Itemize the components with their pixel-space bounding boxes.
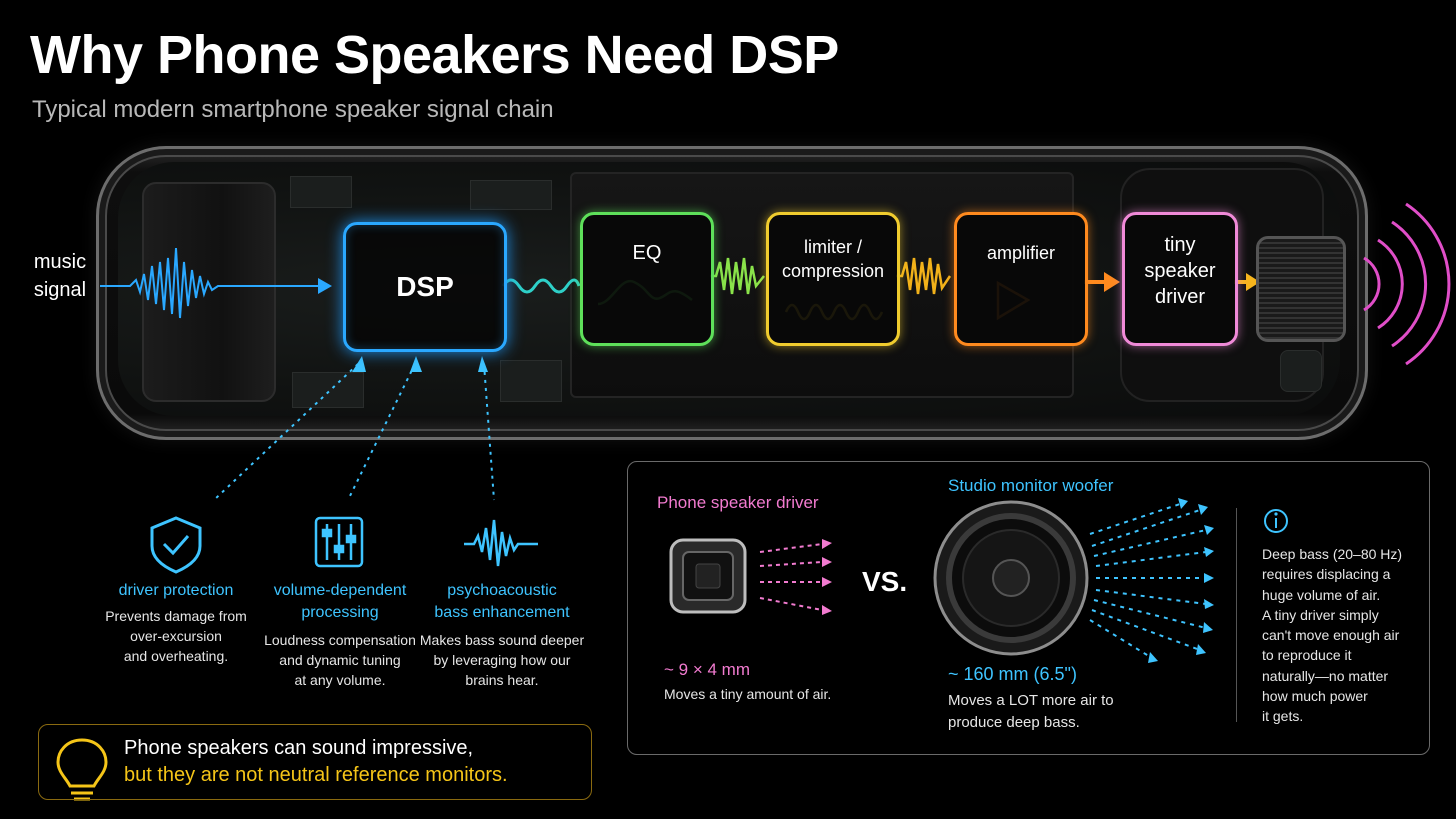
- note-line2: but they are not neutral reference monit…: [124, 764, 508, 786]
- info-line: how much power: [1262, 688, 1368, 705]
- connector-driver-protection: [213, 363, 359, 501]
- connector-volume-processing: [347, 363, 416, 501]
- amplifier-stage: amplifier: [954, 212, 1088, 346]
- info-line: A tiny driver simply: [1262, 606, 1379, 623]
- desc-line: Loudness compensation: [264, 632, 416, 648]
- eq-limiter-wave: [710, 257, 765, 295]
- dsp-stage: DSP: [343, 222, 507, 352]
- phone-speaker-driver-image: [669, 538, 747, 614]
- board-chip: [292, 372, 364, 408]
- page-title: Why Phone Speakers Need DSP: [30, 25, 839, 85]
- page-subtitle: Typical modern smartphone speaker signal…: [32, 96, 554, 123]
- note-box: [38, 724, 592, 800]
- feature-bass-enhancement-desc: Makes bass sound deeper by leveraging ho…: [418, 630, 586, 690]
- limiter-compression-stage: limiter / compression: [766, 212, 900, 346]
- info-icon: [1264, 509, 1288, 533]
- speaker-grille-arrowhead: [1246, 273, 1260, 291]
- studio-air-arrows: [1089, 503, 1207, 659]
- panel-divider: [1236, 508, 1237, 722]
- studio-woofer-title: Studio monitor woofer: [948, 476, 1114, 495]
- title-line: processing: [301, 604, 379, 621]
- desc-line: by leveraging how our: [433, 652, 571, 668]
- speaker-label-line2: speaker: [1144, 260, 1216, 282]
- vs-label: VS.: [862, 566, 908, 597]
- dsp-eq-wave: [501, 278, 581, 294]
- comparison-panel: [627, 461, 1430, 755]
- sliders-icon: [314, 516, 364, 568]
- phone-speaker-desc: Moves a tiny amount of air.: [664, 686, 832, 702]
- desc-line: and overheating.: [123, 648, 229, 664]
- feature-volume-processing-desc: Loudness compensation and dynamic tuning…: [256, 630, 424, 690]
- title-line: bass enhancement: [434, 604, 570, 621]
- title-line: psychoacoustic: [447, 582, 557, 599]
- info-line: it gets.: [1262, 708, 1304, 725]
- phone-air-arrows: [759, 543, 823, 611]
- sound-waves-icon: [1363, 202, 1451, 366]
- dsp-stage-label: DSP: [396, 271, 454, 302]
- connector-arrowhead: [352, 356, 366, 372]
- phone-air-arrowheads: [822, 539, 832, 615]
- desc-line: Makes bass sound deeper: [419, 632, 585, 648]
- music-signal-label: music signal: [32, 248, 88, 304]
- speaker-label-line1: tiny: [1164, 234, 1196, 256]
- note-line1: Phone speakers can sound impressive,: [124, 737, 474, 759]
- desc-line: at any volume.: [294, 672, 386, 688]
- info-line: Deep bass (20–80 Hz): [1262, 546, 1403, 562]
- connector-bass-enhancement: [483, 363, 495, 501]
- desc-line: Prevents damage from: [105, 608, 247, 624]
- studio-woofer-image: [933, 500, 1089, 656]
- connector-arrowhead: [410, 356, 422, 372]
- info-icon-dot: [1274, 512, 1278, 516]
- feature-driver-protection-desc: Prevents damage from over-excursion and …: [96, 606, 256, 666]
- waveform-icon: [464, 519, 538, 567]
- board-chip: [470, 180, 552, 210]
- studio-woofer-size: ~ 160 mm (6.5"): [948, 664, 1077, 684]
- amp-speaker-arrowhead: [1104, 272, 1120, 292]
- board-chip: [290, 176, 352, 208]
- left-module: [142, 182, 276, 402]
- speaker-grille: [1256, 236, 1346, 342]
- info-line: to reproduce it: [1262, 647, 1352, 664]
- title-line: volume-dependent: [273, 582, 407, 599]
- desc-line: and dynamic tuning: [279, 652, 401, 668]
- studio-woofer-desc: Moves a LOT more air to produce deep bas…: [948, 690, 1168, 734]
- info-line: can't move enough air: [1262, 627, 1400, 644]
- phone-speaker-title: Phone speaker driver: [657, 493, 819, 512]
- feature-driver-protection-title: driver protection: [118, 582, 234, 599]
- connector-arrowhead: [478, 356, 488, 372]
- shield-check-icon: [150, 516, 202, 574]
- limiter-label-line1: limiter /: [804, 237, 862, 257]
- tiny-speaker-driver-stage: tiny speaker driver: [1122, 212, 1238, 346]
- eq-stage: EQ: [580, 212, 714, 346]
- desc-line: brains hear.: [465, 672, 539, 688]
- info-line: naturally—no matter: [1262, 667, 1389, 684]
- music-label-line1: music: [33, 251, 87, 273]
- music-label-line2: signal: [33, 279, 87, 301]
- studio-air-arrowheads: [1148, 498, 1214, 663]
- info-line: huge volume of air.: [1262, 586, 1381, 603]
- amplifier-stage-label: amplifier: [986, 243, 1056, 263]
- eq-stage-label: EQ: [632, 242, 662, 264]
- limiter-label-line2: compression: [781, 261, 885, 281]
- feature-volume-processing-title: volume-dependent processing: [258, 580, 422, 624]
- board-chip: [500, 360, 562, 402]
- info-line: requires displacing a: [1262, 566, 1391, 583]
- desc-line: Moves a LOT more air to: [948, 692, 1114, 709]
- input-arrow: [318, 278, 332, 294]
- info-text: Deep bass (20–80 Hz) requires displacing…: [1262, 544, 1412, 727]
- limiter-amp-wave: [896, 257, 952, 295]
- desc-line: over-excursion: [130, 628, 222, 644]
- speaker-label-line3: driver: [1154, 286, 1205, 308]
- desc-line: produce deep bass.: [948, 714, 1080, 731]
- feature-bass-enhancement-title: psychoacoustic bass enhancement: [420, 580, 584, 624]
- input-waveform: [100, 247, 322, 319]
- phone-speaker-size: ~ 9 × 4 mm: [664, 660, 750, 679]
- board-chip: [1280, 350, 1322, 392]
